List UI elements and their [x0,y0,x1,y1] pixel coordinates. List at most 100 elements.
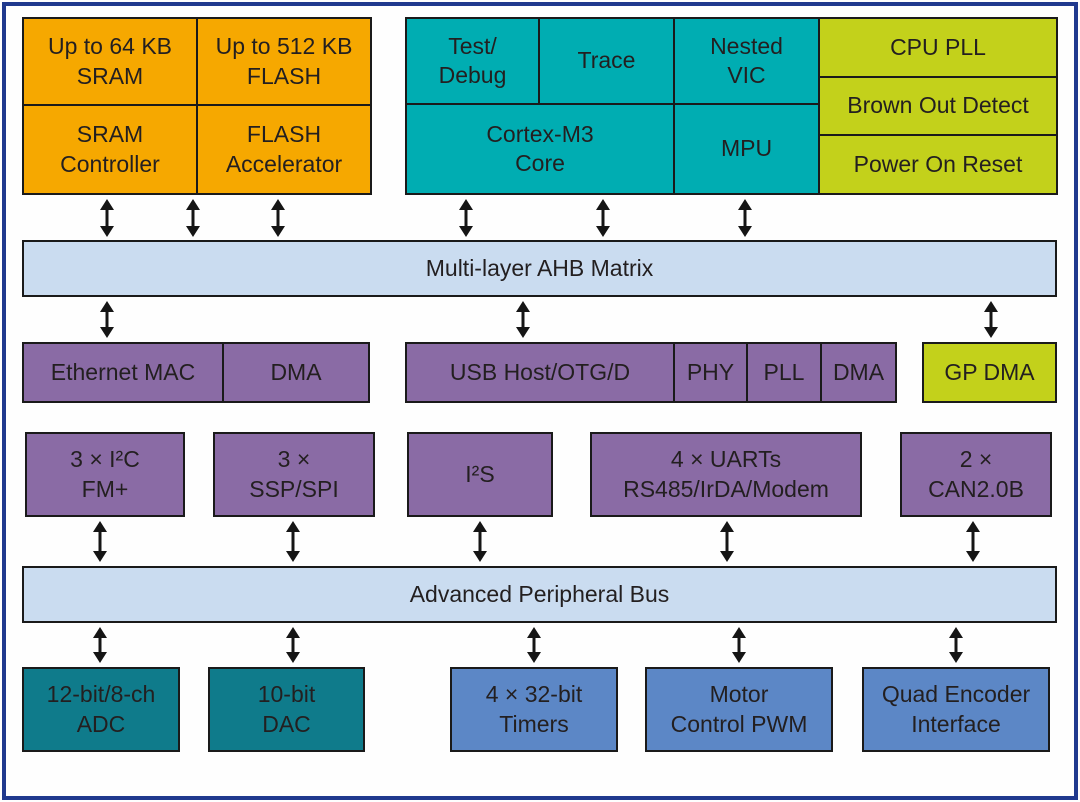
label-line: USB Host/OTG/D [449,358,631,385]
label-line: 3 × I²C [70,446,140,473]
arrow-shaft [532,635,536,655]
label-line: 4 × 32-bit [485,681,583,708]
arrow-shaft [971,529,975,554]
arrow-mpu-ahb [737,199,753,237]
arrow-shaft [521,309,525,330]
arrow-shaft [291,529,295,554]
arrow-shaft [478,529,482,554]
label-line: Trace [577,47,636,74]
label-line: I²S [465,460,495,487]
block-label: FLASH Accelerator [226,120,342,179]
block-label: 12-bit/8-ch ADC [47,680,156,739]
bus-label: Advanced Peripheral Bus [409,580,670,607]
arrow-sram-ahb [99,199,115,237]
block-up-to-64kb-sram: Up to 64 KB SRAM [22,17,198,106]
block-cpu-pll: CPU PLL [818,17,1058,78]
block-mpu: MPU [673,103,820,195]
block-ssp-spi: 3 × SSP/SPI [213,432,375,517]
block-uarts: 4 × UARTs RS485/IrDA/Modem [590,432,862,517]
bus-apb: Advanced Peripheral Bus [22,566,1057,623]
label-line: CAN2.0B [928,475,1024,502]
label-line: FM+ [81,475,129,502]
label-line: Nested [710,32,783,59]
block-sram-controller: SRAM Controller [22,104,198,195]
block-trace: Trace [538,17,675,105]
block-dac: 10-bit DAC [208,667,365,752]
block-label: 2 × CAN2.0B [928,445,1024,504]
arrow-apb-timers [526,627,542,663]
label-line: Core [515,150,565,176]
label-line: Up to 64 KB [47,33,173,60]
label-line: Quad Encoder [881,681,1031,708]
label-line: Debug [438,62,507,88]
label-line: CPU PLL [890,33,986,60]
arrow-i2s-apb [472,521,488,562]
arrow-shaft [954,635,958,655]
arrow-shaft [98,635,102,655]
block-timers: 4 × 32-bit Timers [450,667,618,752]
label-line: Interface [911,710,1001,737]
label-line: 4 × UARTs [670,446,782,473]
block-label: Motor Control PWM [671,680,808,739]
label-line: DMA [832,358,885,385]
label-line: VIC [727,62,766,88]
block-label: Cortex-M3 Core [486,120,593,179]
block-up-to-512kb-flash: Up to 512 KB FLASH [196,17,372,106]
arrow-shaft [105,309,109,330]
bus-label: Multi-layer AHB Matrix [425,254,654,281]
arrow-shaft [989,309,993,330]
arrow-i2c-apb [92,521,108,562]
label-line: Accelerator [225,150,343,177]
label-line: RS485/IrDA/Modem [623,475,829,502]
arrow-shaft [725,529,729,554]
arrow-core-ahb-right [595,199,611,237]
block-usb-dma: DMA [820,342,897,403]
label-line: 10-bit [257,681,316,708]
arrow-shaft [737,635,741,655]
label-line: Timers [499,710,569,737]
label-line: SSP/SPI [249,475,339,502]
arrow-shaft [191,207,195,229]
arrow-shaft [743,207,747,229]
block-i2c-fm: 3 × I²C FM+ [25,432,185,517]
arrow-uarts-apb [719,521,735,562]
block-motor-control-pwm: Motor Control PWM [645,667,833,752]
block-test-debug: Test/ Debug [405,17,540,105]
label-line: DAC [262,710,311,737]
arrow-ahb-usb [515,301,531,338]
block-quad-encoder-interface: Quad Encoder Interface [862,667,1050,752]
arrow-apb-qei [948,627,964,663]
label-line: PHY [686,358,735,385]
label-line: Power On Reset [853,150,1023,177]
block-gp-dma: GP DMA [922,342,1057,403]
label-line: Control PWM [670,710,808,737]
label-line: Motor [709,681,769,708]
block-label: 10-bit DAC [258,680,316,739]
block-label: SRAM Controller [60,120,160,179]
label-line: PLL [763,358,805,385]
label-line: SRAM [76,62,144,89]
arrow-can-apb [965,521,981,562]
block-usb-phy: PHY [673,342,748,403]
label-line: Test/ [448,32,497,59]
label-line: DMA [270,358,322,385]
block-cortex-m3-core: Cortex-M3 Core [405,103,675,195]
label-line: Ethernet MAC [50,358,196,385]
block-label: Up to 512 KB FLASH [216,32,353,91]
block-label: 4 × 32-bit Timers [486,680,583,739]
arrow-shaft [291,635,295,655]
block-adc: 12-bit/8-ch ADC [22,667,180,752]
block-label: 4 × UARTs RS485/IrDA/Modem [623,445,829,504]
label-line: SRAM [76,121,144,148]
block-label: Quad Encoder Interface [882,680,1030,739]
arrow-shaft [464,207,468,229]
block-can: 2 × CAN2.0B [900,432,1052,517]
block-i2s: I²S [407,432,553,517]
label-line: FLASH [246,121,322,148]
bus-ahb-matrix: Multi-layer AHB Matrix [22,240,1057,297]
label-line: 3 × [277,446,311,473]
block-ethernet-dma: DMA [222,342,370,403]
arrow-shaft [105,207,109,229]
label-line: Cortex-M3 [486,120,594,147]
